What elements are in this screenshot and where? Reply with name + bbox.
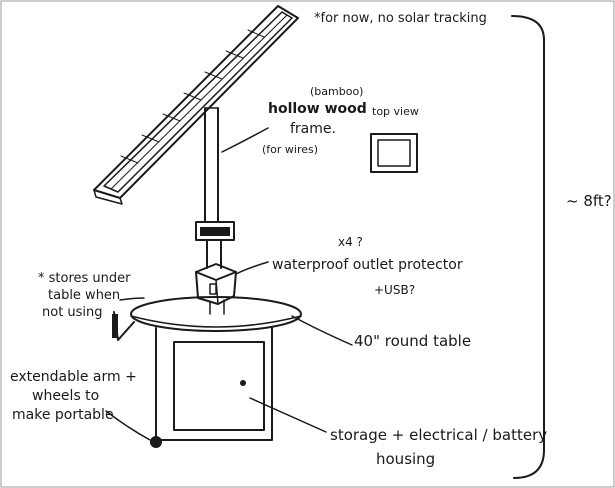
table-leader — [291, 315, 353, 346]
top-view-box — [370, 133, 418, 173]
arm-leader — [105, 410, 151, 441]
arm-label-line1: extendable arm + — [10, 369, 137, 385]
wheel — [150, 436, 162, 448]
height-bracket — [511, 15, 545, 479]
arm-label-line3: make portable — [12, 407, 114, 423]
solar-tracking-note: *for now, no solar tracking — [314, 11, 487, 26]
solar-panel — [93, 5, 299, 205]
cabinet-knob — [240, 380, 246, 386]
height-label: ~ 8ft? — [566, 192, 612, 210]
stores-note-line1: * stores under — [38, 271, 131, 286]
frame-leader — [221, 127, 269, 153]
table-label: 40" round table — [354, 332, 472, 350]
outlet-leader — [235, 261, 269, 275]
arm-label-line2: wheels to — [32, 388, 100, 404]
top-view-inner — [377, 139, 411, 167]
outlet-protector-box — [195, 263, 237, 315]
storage-label-line2: housing — [376, 450, 436, 468]
stores-note-line3: not using — [42, 305, 103, 320]
extendable-arm — [112, 311, 162, 448]
round-table-top — [130, 296, 302, 332]
usb-note: +USB? — [374, 283, 416, 297]
storage-leader — [249, 397, 327, 433]
storage-cabinet — [155, 327, 273, 441]
frame-label-line1: hollow wood — [268, 101, 367, 117]
top-view-label: top view — [372, 105, 419, 118]
storage-label-line1: storage + electrical / battery — [330, 426, 548, 444]
stores-leader — [119, 297, 145, 301]
frame-label-line2: frame. — [290, 121, 336, 137]
pole-clamp — [200, 227, 230, 236]
bamboo-note: (bamboo) — [310, 85, 364, 98]
quantity-note: x4 ? — [338, 235, 363, 249]
stores-note-line2: table when — [48, 288, 121, 303]
wood-pole — [195, 107, 235, 269]
outlet-protector-label: waterproof outlet protector — [272, 257, 463, 273]
for-wires-note: (for wires) — [262, 143, 319, 156]
table-rim — [130, 315, 302, 328]
